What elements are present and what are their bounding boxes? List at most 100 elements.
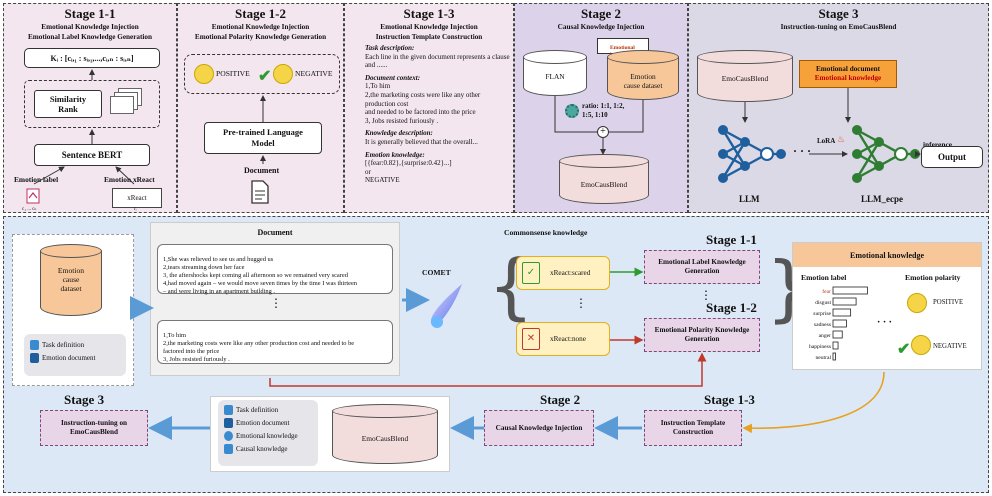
stage-1-1-subtitle-1: Emotional Knowledge Injection [41, 23, 139, 31]
causal-icon [224, 444, 233, 454]
causal-injection-label: Causal Knowledge Injection [495, 423, 583, 432]
similarity-rank-box: Similarity Rank [34, 90, 102, 118]
emotion-label-anger: anger [819, 333, 832, 339]
llm-ecpe-network-icon [852, 125, 920, 183]
stacked-docs-icon [110, 88, 144, 114]
polarity-output-box [184, 54, 340, 94]
stage-1-3-subtitle-2: Instruction Template Construction [375, 33, 483, 41]
xreact-scared-text: xReact:scared [550, 269, 591, 277]
emotion-bar-fear [832, 286, 868, 295]
emotion-knowledge-heading: Emotion knowledge: [365, 150, 425, 159]
llm-network-icon [718, 125, 786, 183]
template-content: Task description: Each line in the given… [365, 44, 511, 185]
legend-doc: Emotion document [30, 353, 120, 363]
emo-positive-label: POSITIVE [933, 299, 964, 306]
emotional-doc-label: Emotional document [815, 65, 881, 73]
flan-cylinder: FLAN [523, 50, 587, 96]
llm-ecpe-label: LLM_ecpe [861, 194, 903, 204]
emotion-label-heading: Emotion label [801, 273, 847, 282]
legend-doc-label: Emotion document [42, 354, 96, 362]
stage-vdots: ⋮ [700, 288, 712, 302]
bottom-stage-1-3-title: Stage 1-3 [704, 392, 755, 407]
emotion-label-surprise: surprise [813, 311, 831, 317]
bottom-emocausblend-cylinder: EmoCausBlend [332, 404, 438, 464]
legend2-emo: Emotional knowledge [224, 431, 312, 441]
task-icon-2 [224, 405, 233, 415]
bottom-stage-1-2-title: Stage 1-2 [706, 300, 757, 315]
sentence-bert-label: Sentence BERT [61, 150, 123, 160]
emotion-bar-neutral [832, 352, 836, 361]
knowledge-heading: Knowledge description: [365, 129, 433, 138]
xreact-none-text: xReact:none [550, 335, 586, 343]
bookmark-icon [26, 188, 40, 204]
document-vdots: ⋮ [270, 296, 282, 310]
blend-sum-icon: + [597, 126, 609, 138]
document-1-box: 1,She was relieved to see us and hugged … [157, 244, 393, 295]
emotional-knowledge-label: Emotional knowledge [814, 74, 882, 82]
stage-1-2-panel: Stage 1-2 Emotional Knowledge Injection … [177, 3, 344, 213]
stage-2-subtitle: Causal Knowledge Injection [557, 23, 645, 31]
stage-2-arrows [554, 96, 644, 155]
emotion-label-fear: fear [822, 288, 831, 295]
bottom-stage-1-1-title: Stage 1-1 [706, 232, 757, 247]
emotion-dots: · · · [877, 317, 893, 328]
xreact-scared-card [516, 256, 610, 290]
emotion-bar-surprise [832, 308, 852, 317]
legend2-task-label: Task definition [236, 406, 279, 414]
emotion-bar-anger [832, 330, 843, 339]
xreact-none-card [516, 322, 610, 356]
knowledge-formula: Kᵢ : [cᵢ,₁ : sᵢ,₁,...,cᵢ,ₙ : sᵢ,ₙ] [50, 54, 134, 63]
doc-text: 1,To him 2,the marketing costs were like… [365, 82, 481, 125]
output-label: Output [937, 152, 966, 162]
stage-1-3-panel: Stage 1-3 Emotional Knowledge Injection … [344, 3, 514, 213]
check-doc-icon: ✓ [522, 262, 540, 284]
emotional-knowledge-header: Emotional knowledge [793, 243, 981, 267]
legend-task-label: Task definition [42, 341, 85, 349]
happy-face-icon [194, 64, 214, 84]
stage-1-1-title: Stage 1-1 [64, 6, 116, 21]
document-label: Document [244, 166, 280, 175]
bottom-dataset-label: Emotion cause dataset [57, 266, 85, 293]
emotion-label-text: Emotion label [14, 175, 59, 184]
stage3-emocausblend-cylinder: EmoCausBlend [697, 50, 793, 102]
instruction-template-label: Instruction Template Construction [660, 419, 726, 436]
stage-3-subtitle: Instruction-tuning on EmoCausBlend [780, 23, 897, 31]
cross-doc-icon: ✕ [522, 328, 540, 350]
polarity-generation-box: Emotional Polarity Knowledge Generation [644, 318, 760, 352]
fire-icon: ♨ [837, 134, 846, 144]
xreact-doc-label: xReact [127, 194, 147, 202]
instruction-tuning-label: Instruction-tuning on EmoCausBlend [60, 419, 128, 436]
legend2-causal-label: Causal knowledge [236, 445, 288, 453]
emo-negative-label: NEGATIVE [933, 343, 967, 350]
knowledge-formula-box: Kᵢ : [cᵢ,₁ : sᵢ,₁,...,cᵢ,ₙ : sᵢ,ₙ] [24, 48, 160, 68]
flan-label: FLAN [545, 72, 565, 81]
emotional-knowledge-card: Emotional knowledge Emotion label Emotio… [792, 242, 982, 370]
inference-label: inference [923, 140, 953, 149]
emotion-document-icon [30, 353, 39, 363]
emocausblend-label: EmoCausBlend [580, 180, 628, 189]
similarity-rank-label: Similarity Rank [49, 94, 87, 114]
document-1-text: 1,She was relieved to see us and hugged … [163, 256, 357, 295]
emotion-polarity-heading: Emotion polarity [905, 273, 961, 282]
stage-1-2-subtitle-1: Emotional Knowledge Injection [211, 23, 310, 31]
emotional-doc-box: Emotional document Emotional knowledge [799, 60, 897, 88]
instruction-template-box: Instruction Template Construction [644, 410, 742, 446]
instruction-tuning-box: Instruction-tuning on EmoCausBlend [40, 410, 148, 446]
task-definition-icon [30, 340, 39, 350]
emotional-knowledge-title: Emotional knowledge [849, 250, 924, 260]
legend2-causal: Causal knowledge [224, 444, 312, 454]
label-generation-label: Emotional Label Knowledge Generation [658, 258, 746, 275]
legend-task: Task definition [30, 340, 120, 350]
doc-icon-2 [224, 418, 233, 428]
doc-heading: Document context: [365, 73, 421, 82]
document-icon [251, 180, 269, 204]
emotion-dataset-cylinder: Emotion cause dataset [607, 50, 679, 100]
plm-label: Pre-trained Language Model [223, 127, 303, 148]
legend2-task: Task definition [224, 405, 312, 415]
lightbulb-icon [224, 431, 233, 441]
stage-3-title: Stage 3 [818, 6, 859, 21]
emotion-bar-happiness [832, 341, 839, 350]
knowledge-text: It is generally believed that the overal… [365, 137, 478, 146]
emotion-knowledge-text: [{fear:0.82},{surprise:0.42}...] or NEGA… [365, 159, 452, 185]
